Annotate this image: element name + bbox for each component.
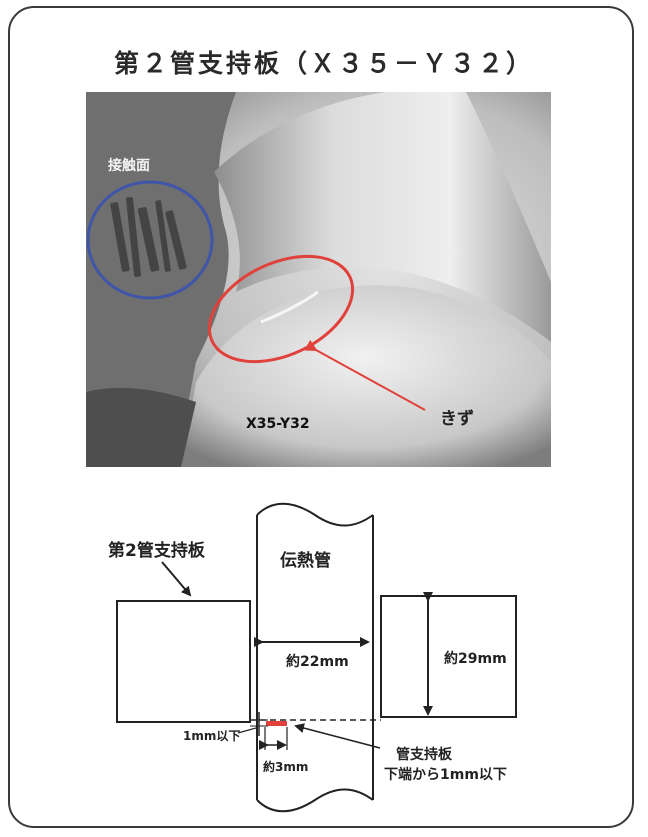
- inspection-photo: [86, 92, 551, 467]
- support-plate-right: [380, 595, 517, 718]
- note-pointer-arrow: [294, 723, 381, 749]
- tube-width-label: 約22mm: [286, 654, 349, 670]
- scratch-pointer-arrow: [304, 339, 426, 411]
- support-plate-label: 第2管支持板: [108, 541, 205, 561]
- note-line-1: 管支持板: [396, 747, 452, 763]
- page-title: 第２管支持板（Ｘ３５－Ｙ３２）: [113, 49, 534, 78]
- scratch-width-label: 約3mm: [263, 760, 309, 774]
- scratch-label: きず: [440, 409, 474, 429]
- outer-frame: [8, 6, 634, 828]
- heat-tube-label: 伝熱管: [280, 551, 331, 571]
- support-plate-left: [116, 600, 251, 723]
- scratch-circle: [207, 254, 355, 364]
- plate-height-label: 約29mm: [444, 651, 507, 667]
- contact-area-circle: [86, 180, 214, 300]
- note-line-2: 下端から1mm以下: [384, 767, 507, 783]
- contact-area-label: 接触面: [108, 158, 150, 174]
- gap-leader-line: [237, 727, 257, 734]
- tube-bottom-break: [256, 788, 374, 813]
- tube-top-break: [256, 502, 374, 527]
- gap-label: 1mm以下: [183, 729, 241, 743]
- plate-label-arrow: [161, 561, 192, 597]
- scratch-marker: [266, 721, 287, 726]
- location-label: X35-Y32: [246, 416, 310, 432]
